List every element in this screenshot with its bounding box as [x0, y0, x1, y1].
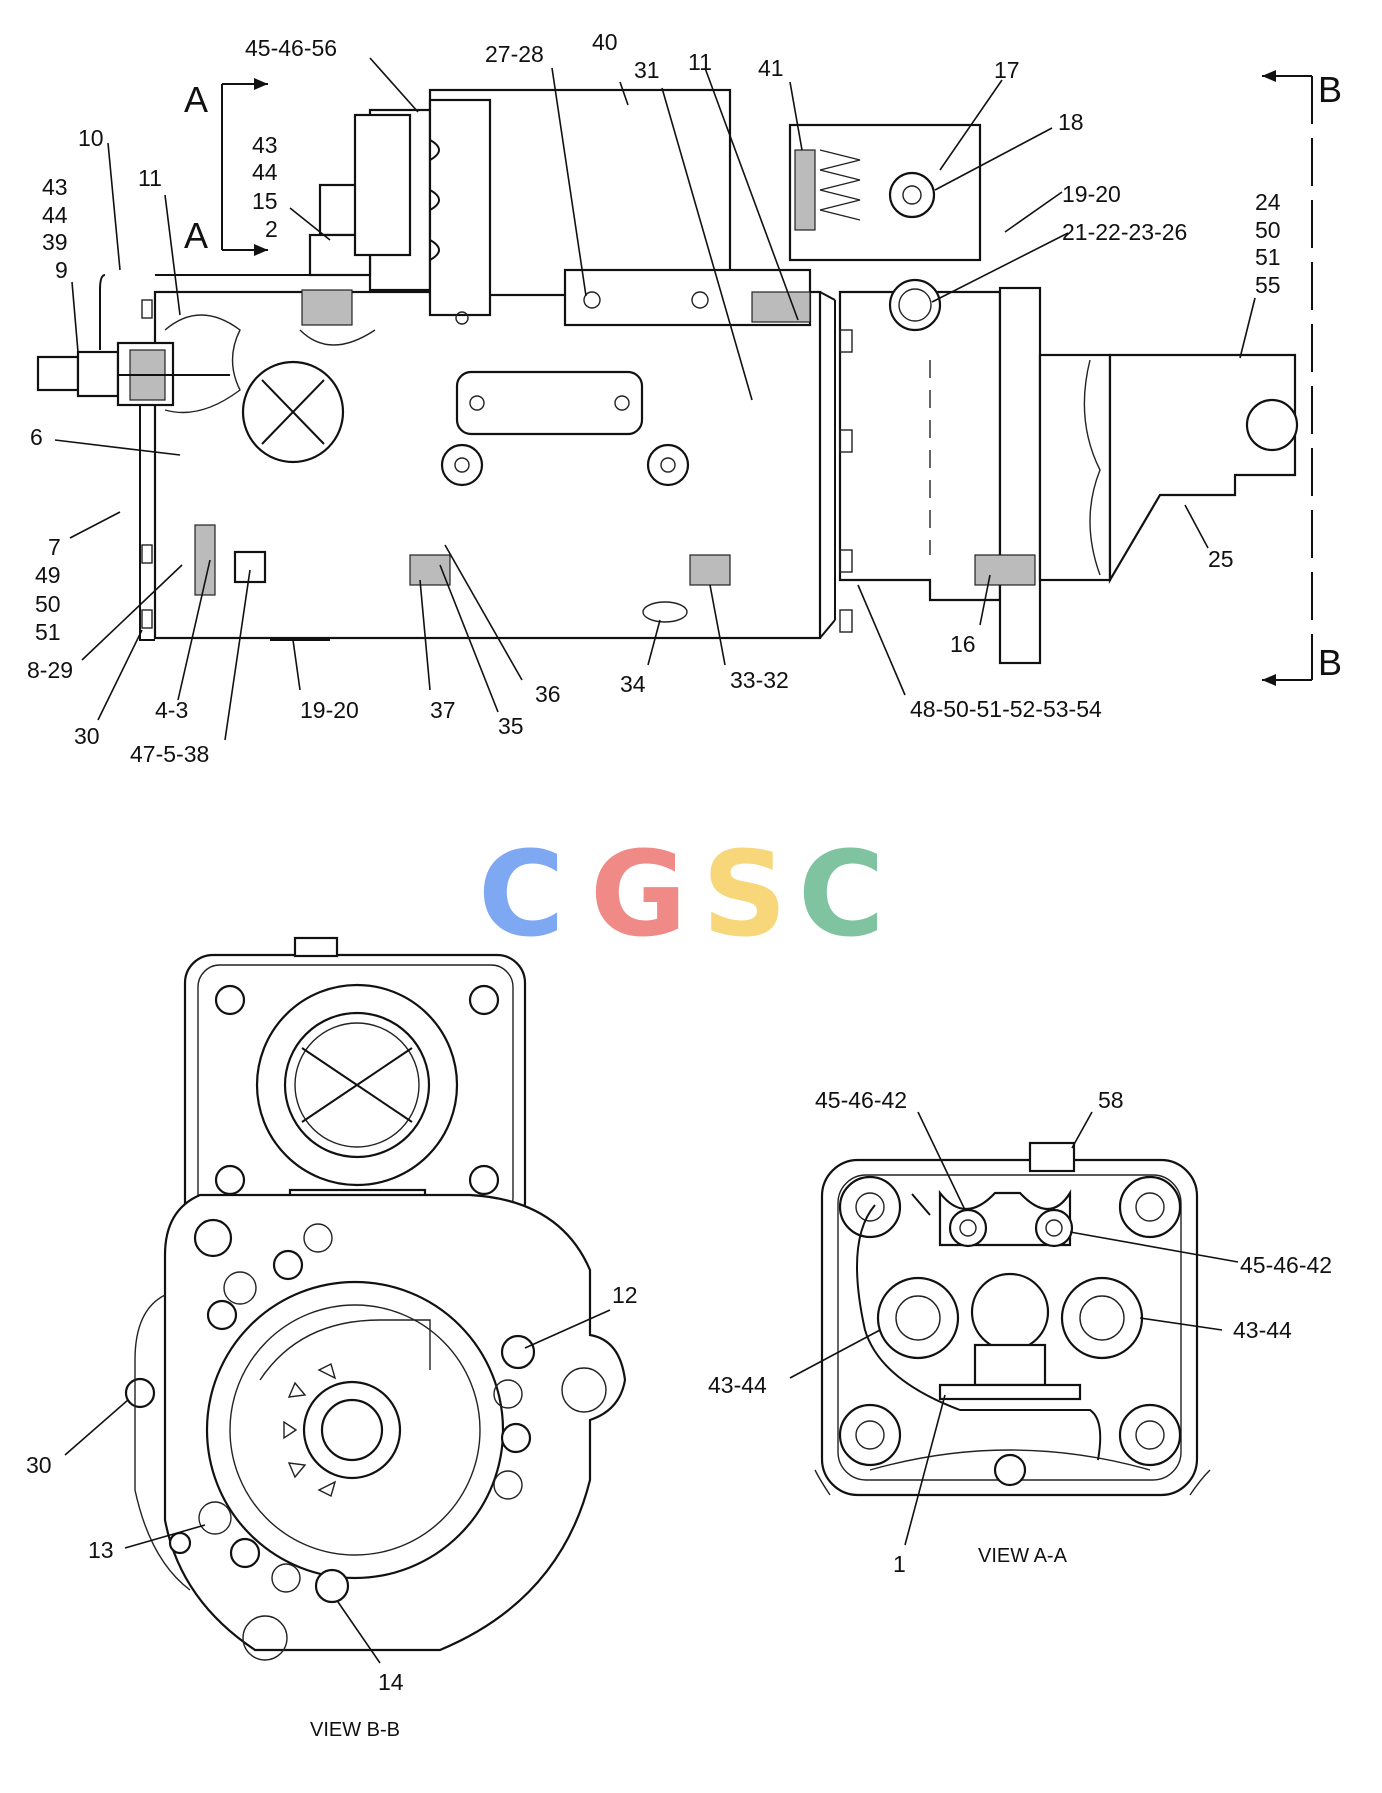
view-b-b — [124, 936, 627, 1661]
view-aa-title: VIEW A-A — [978, 1545, 1068, 1567]
label-12: 12 — [612, 1282, 638, 1308]
label-6: 6 — [30, 424, 43, 450]
watermark-letter-s: S — [702, 825, 787, 963]
view-aa-leaders — [789, 1111, 1239, 1546]
section-b-top: B — [1318, 69, 1342, 110]
watermark-letter-c1: C — [478, 825, 565, 963]
label-48-50-51-52-53-54: 48-50-51-52-53-54 — [910, 696, 1102, 722]
label-45-46-56: 45-46-56 — [245, 35, 337, 61]
label-11-left: 11 — [138, 165, 162, 191]
top-leaders — [54, 57, 1256, 741]
bb-bolt-14 — [314, 1568, 350, 1604]
label-34: 34 — [620, 671, 646, 697]
label-50a: 50 — [1255, 217, 1281, 243]
label-2: 2 — [265, 216, 278, 242]
section-a-bottom: A — [184, 215, 208, 256]
section-b-bottom: B — [1318, 642, 1342, 683]
label-45-46-42-right: 45-46-42 — [1240, 1252, 1332, 1278]
view-bb-labels: 12 30 13 14 VIEW B-B — [26, 1282, 638, 1741]
label-30-bb: 30 — [26, 1452, 52, 1478]
mounting-flange — [998, 286, 1042, 665]
aa-stud-left — [876, 1276, 960, 1360]
cgsc-watermark: C G S C — [478, 825, 885, 963]
label-43-44-right: 43-44 — [1233, 1317, 1292, 1343]
label-44a: 44 — [252, 159, 278, 185]
label-7: 7 — [48, 534, 61, 560]
view-a-a — [814, 1141, 1211, 1497]
starter-housing — [153, 290, 822, 640]
label-14: 14 — [378, 1669, 404, 1695]
label-55: 55 — [1255, 272, 1281, 298]
solenoid-plunger-housing — [788, 123, 982, 262]
label-13: 13 — [88, 1537, 114, 1563]
label-39: 39 — [42, 229, 68, 255]
label-33-32: 33-32 — [730, 667, 789, 693]
label-1: 1 — [893, 1551, 906, 1577]
label-50b: 50 — [35, 591, 61, 617]
aa-stud-right — [1060, 1276, 1144, 1360]
label-31: 31 — [634, 57, 660, 83]
label-36: 36 — [535, 681, 561, 707]
label-10: 10 — [78, 125, 104, 151]
label-49: 49 — [35, 562, 61, 588]
label-43a: 43 — [252, 132, 278, 158]
nose-housing — [838, 290, 1002, 602]
label-51a: 51 — [1255, 244, 1281, 270]
label-35: 35 — [498, 713, 524, 739]
label-47-5-38: 47-5-38 — [130, 741, 209, 767]
label-19-20-bottom: 19-20 — [300, 697, 359, 723]
starter-side-view — [36, 88, 1299, 665]
watermark-letter-g: G — [590, 825, 687, 963]
label-9: 9 — [55, 257, 68, 283]
view-bb-leaders — [64, 1309, 611, 1664]
label-40: 40 — [592, 29, 618, 55]
label-44b: 44 — [42, 202, 68, 228]
label-21-22-23-26: 21-22-23-26 — [1062, 219, 1187, 245]
label-41: 41 — [758, 55, 784, 81]
aa-terminal-right — [1034, 1208, 1074, 1248]
label-30-top: 30 — [74, 723, 100, 749]
label-43b: 43 — [42, 174, 68, 200]
label-4-3: 4-3 — [155, 697, 188, 723]
nose-bushing — [888, 278, 942, 332]
nameplate — [455, 370, 644, 436]
label-27-28: 27-28 — [485, 41, 544, 67]
view-aa-labels: 58 45-46-42 45-46-42 43-44 43-44 1 VIEW … — [708, 1087, 1332, 1577]
label-45-46-42-top: 45-46-42 — [815, 1087, 907, 1113]
section-markers: A A B B — [184, 69, 1342, 686]
label-11-top: 11 — [688, 49, 712, 75]
label-58: 58 — [1098, 1087, 1124, 1113]
label-19-20-top: 19-20 — [1062, 181, 1121, 207]
label-24: 24 — [1255, 189, 1281, 215]
label-18: 18 — [1058, 109, 1084, 135]
view-bb-title: VIEW B-B — [310, 1719, 400, 1741]
watermark-letter-c2: C — [798, 825, 885, 963]
label-25: 25 — [1208, 546, 1234, 572]
section-a-top: A — [184, 79, 208, 120]
label-15: 15 — [252, 188, 278, 214]
label-51b: 51 — [35, 619, 61, 645]
top-view-labels: 45-46-56 27-28 40 31 11 41 17 18 43 44 1… — [27, 29, 1281, 767]
pinion-end — [1108, 353, 1297, 585]
aa-terminal-left — [948, 1208, 988, 1248]
label-43-44-left: 43-44 — [708, 1372, 767, 1398]
label-37: 37 — [430, 697, 456, 723]
label-16: 16 — [950, 631, 976, 657]
label-17: 17 — [994, 57, 1020, 83]
label-8-29: 8-29 — [27, 657, 73, 683]
